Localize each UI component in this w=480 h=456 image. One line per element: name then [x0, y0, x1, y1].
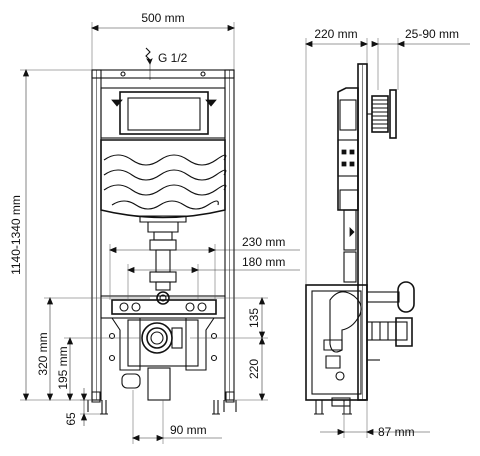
frame-posts — [91, 69, 235, 401]
dim-90-label: 90 mm — [170, 423, 207, 437]
dim-195-label: 195 mm — [56, 346, 70, 389]
dim-220-label: 220 — [247, 359, 261, 379]
side-post — [357, 63, 368, 401]
dim-height-group: 1140-1340 mm — [9, 68, 92, 402]
dim-87-group: 87 mm — [320, 400, 430, 439]
dim-320-group: 320 mm — [36, 296, 150, 402]
dim-87-label: 87 mm — [378, 425, 415, 439]
dim-180-group: 180 mm — [126, 255, 300, 300]
dim-width-group: 500 mm — [90, 11, 236, 70]
water-inlet-callout: G 1/2 — [145, 47, 188, 80]
dim-230-label: 230 mm — [242, 235, 285, 249]
dim-65-group: 65 — [64, 388, 100, 426]
dim-depth-label: 220 mm — [314, 27, 357, 41]
dim-220-group: 220 — [234, 336, 268, 402]
dim-width-label: 500 mm — [141, 11, 184, 25]
dim-adjust-label: 25-90 mm — [405, 27, 459, 41]
side-cistern — [337, 87, 359, 283]
water-inlet-label: G 1/2 — [158, 51, 188, 65]
dim-height-label: 1140-1340 mm — [9, 195, 23, 275]
dim-90-group: 90 mm — [131, 390, 222, 444]
dim-135-label: 135 — [247, 308, 261, 328]
dim-230-group: 230 mm — [108, 235, 300, 300]
dim-65-label: 65 — [64, 412, 78, 426]
dim-adjust-group: 25-90 mm — [371, 27, 470, 90]
dim-195-group: 195 mm — [56, 336, 140, 402]
side-lower-frame — [305, 284, 368, 401]
side-view: 220 mm 25-90 mm — [304, 27, 470, 439]
upper-cross-bar — [100, 87, 226, 139]
dim-180-label: 180 mm — [242, 255, 285, 269]
dim-depth-group: 220 mm — [304, 27, 369, 285]
front-view: 500 mm G 1/2 — [9, 11, 300, 444]
flush-pipe — [149, 231, 177, 291]
outlet-and-feet — [87, 367, 237, 415]
dim-320-label: 320 mm — [36, 332, 50, 375]
side-outlet — [366, 281, 415, 361]
lower-bracket — [100, 291, 226, 371]
dim-135-group: 135 — [170, 296, 268, 340]
water-drop-icon — [145, 47, 153, 65]
cistern-tank — [100, 139, 227, 233]
side-actuator — [367, 89, 397, 139]
